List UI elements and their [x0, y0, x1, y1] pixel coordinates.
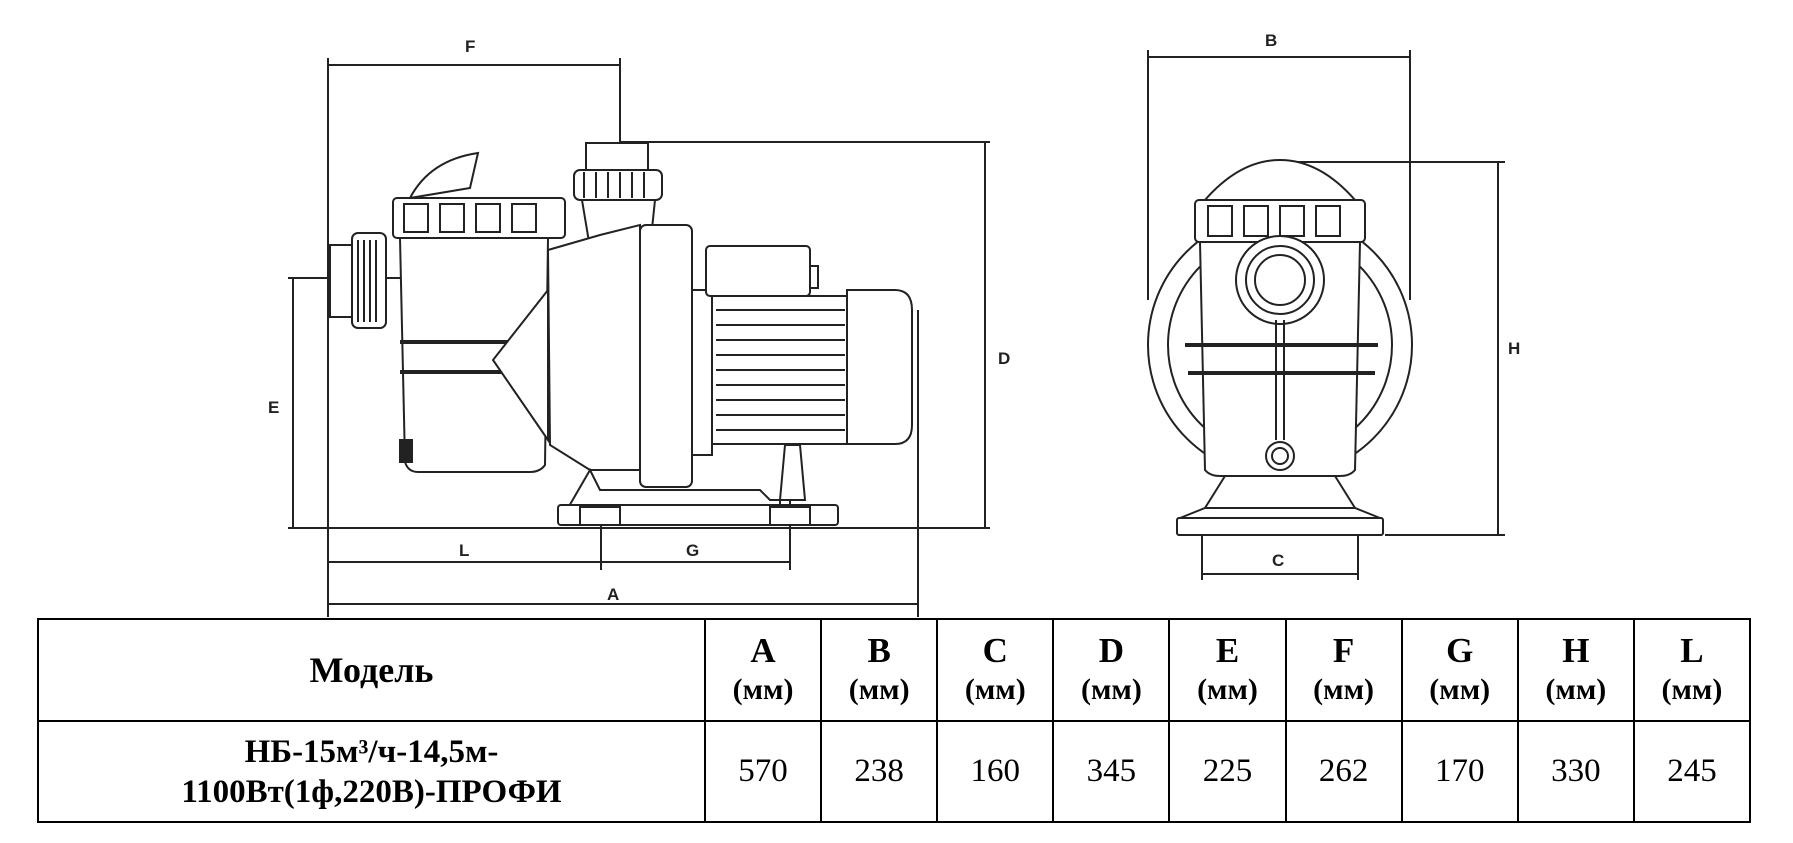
- header-g: G(мм): [1400, 618, 1519, 722]
- label-b: B: [1265, 31, 1277, 50]
- label-l: L: [459, 541, 469, 560]
- pump-front-view: [1147, 158, 1413, 536]
- model-header: Модель: [37, 618, 706, 722]
- header-h: H(мм): [1516, 618, 1635, 722]
- label-f: F: [465, 37, 475, 56]
- header-a: A(мм): [703, 618, 823, 722]
- value-h: 330: [1516, 720, 1635, 823]
- value-f: 262: [1284, 720, 1403, 823]
- model-name-cell: НБ-15м³/ч-14,5м-1100Вт(1ф,220В)-ПРОФИ: [37, 720, 706, 823]
- value-c: 160: [936, 720, 1055, 823]
- header-b: B(мм): [820, 618, 939, 722]
- label-a: A: [607, 585, 619, 604]
- pump-dimension-drawing: F D E L G A B H C: [268, 31, 1520, 617]
- value-g: 170: [1400, 720, 1519, 823]
- table-row: НБ-15м³/ч-14,5м-1100Вт(1ф,220В)-ПРОФИ 57…: [37, 720, 1752, 823]
- label-d: D: [998, 349, 1010, 368]
- value-a: 570: [703, 720, 823, 823]
- label-g: G: [686, 541, 699, 560]
- header-e: E(мм): [1168, 618, 1287, 722]
- value-d: 345: [1052, 720, 1171, 823]
- header-f: F(мм): [1284, 618, 1403, 722]
- header-d: D(мм): [1052, 618, 1171, 722]
- value-l: 245: [1632, 720, 1752, 823]
- label-e: E: [268, 398, 279, 417]
- value-b: 238: [820, 720, 939, 823]
- label-c: C: [1272, 551, 1284, 570]
- value-e: 225: [1168, 720, 1287, 823]
- dimensions-table: Модель A(мм) B(мм) C(мм) D(мм) E(мм) F(м…: [37, 618, 1752, 823]
- pump-side-view: [329, 142, 913, 526]
- table-header-row: Модель A(мм) B(мм) C(мм) D(мм) E(мм) F(м…: [37, 618, 1752, 722]
- header-l: L(мм): [1632, 618, 1752, 722]
- label-h: H: [1508, 339, 1520, 358]
- header-c: C(мм): [936, 618, 1055, 722]
